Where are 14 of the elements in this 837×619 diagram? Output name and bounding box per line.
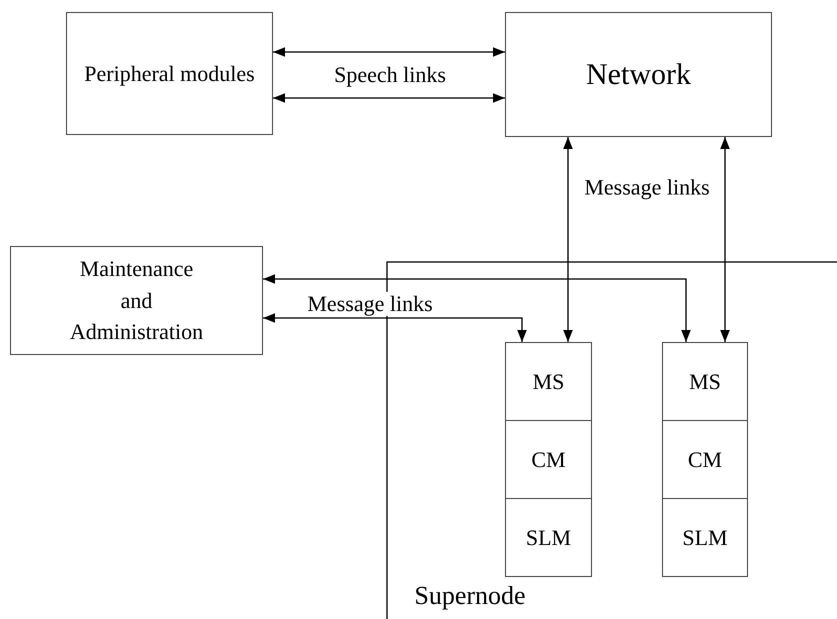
stack-box bbox=[505, 342, 592, 577]
edge-label: Message links bbox=[307, 292, 433, 316]
region-label: Supernode bbox=[414, 581, 526, 611]
stack-box bbox=[662, 342, 748, 577]
process-box: Peripheral modules bbox=[66, 12, 273, 135]
annotation-label: Message links bbox=[583, 174, 711, 200]
arrow bbox=[273, 93, 505, 103]
process-box: Maintenance and Administration bbox=[10, 246, 263, 355]
arrow bbox=[563, 137, 573, 342]
arrow bbox=[263, 274, 691, 342]
process-box: Network bbox=[505, 12, 772, 137]
arrow bbox=[263, 313, 527, 342]
arrow bbox=[273, 47, 505, 57]
arrow bbox=[720, 137, 730, 342]
